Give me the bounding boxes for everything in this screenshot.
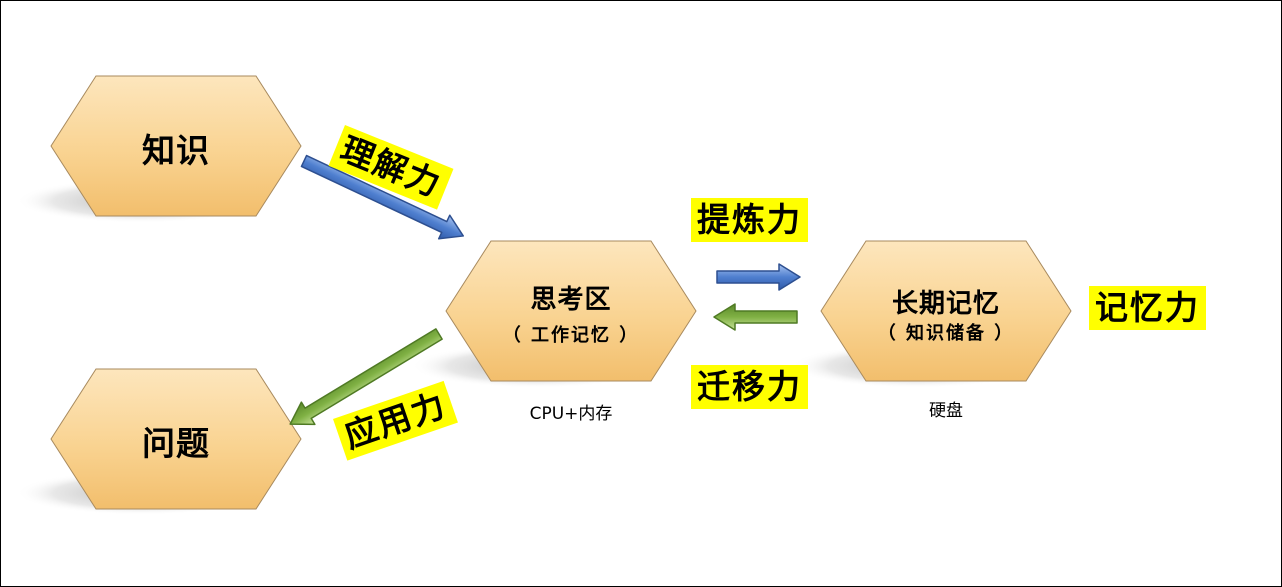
thinking-label: 思考区 (530, 285, 612, 315)
understanding-arrow (300, 154, 464, 240)
application-arrow (289, 328, 443, 426)
thinking-sublabel: （ 工作记忆 ） (502, 325, 640, 346)
longterm-sublabel: （ 知识储备 ） (877, 323, 1015, 344)
problem-node (50, 368, 302, 510)
problem-label: 问题 (142, 424, 210, 463)
refining-arrow (716, 263, 801, 291)
thinking-node (445, 240, 697, 382)
longterm-caption: 硬盘 (929, 401, 963, 421)
longterm-node (820, 240, 1072, 382)
knowledge-label: 知识 (142, 131, 210, 170)
thinking-caption: CPU+内存 (529, 404, 613, 424)
knowledge-node (50, 75, 302, 217)
refining-ability-label: 提炼力 (691, 198, 808, 242)
longterm-label: 长期记忆 (891, 289, 1000, 319)
transfer-ability-label: 迁移力 (691, 365, 808, 409)
memory-ability-label: 记忆力 (1089, 286, 1206, 330)
transfer-arrow (713, 303, 798, 331)
